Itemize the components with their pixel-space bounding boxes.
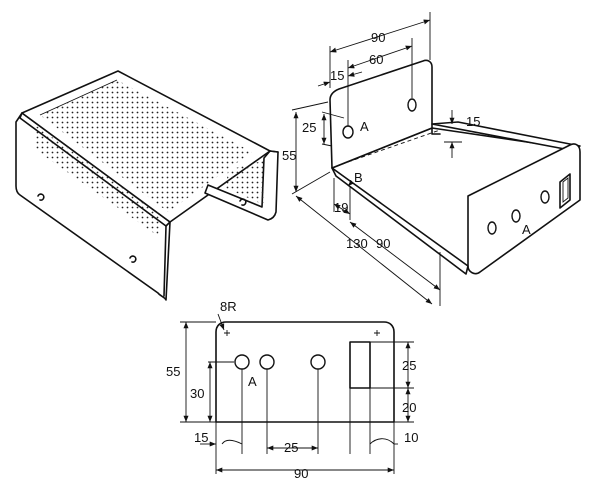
- panel-dim-right-offset: 10: [404, 430, 418, 445]
- panel-corner-mark-left: [224, 330, 230, 336]
- chassis-dim-depth: 90: [376, 236, 390, 251]
- chassis-hole-a2: [407, 98, 417, 112]
- chassis-dim-top-width: 90: [371, 30, 385, 45]
- cover-screw-hole-3: [239, 198, 247, 206]
- panel-hole-1: [234, 354, 250, 370]
- chassis-base-hidden-line: [347, 129, 441, 163]
- panel-dim-slot-height: 25: [402, 358, 416, 373]
- cover-top-perforation: [40, 80, 252, 212]
- panel-dim-slot-bottom: 20: [402, 400, 416, 415]
- chassis-drawing: 90 60 15 25 55 15 19 130 90 A A B: [282, 12, 581, 306]
- cover-right-perforation: [226, 160, 266, 205]
- cover-drawing: [15, 70, 279, 301]
- chassis-dim-hole-spacing: 60: [369, 52, 383, 67]
- chassis-slot: [559, 173, 571, 209]
- panel-dim-height: 55: [166, 364, 180, 379]
- chassis-dim-flange: 15: [466, 114, 480, 129]
- chassis-rear-wall: [329, 59, 433, 169]
- panel-dim-left-offset: 15: [194, 430, 208, 445]
- chassis-dim-side-height: 55: [282, 148, 296, 163]
- chassis-hole-label-a1: A: [360, 119, 369, 134]
- chassis-dimensions: [291, 12, 462, 306]
- panel-dimensions: [180, 321, 414, 474]
- panel-hole-label-a: A: [248, 374, 257, 389]
- chassis-back-flange: [431, 121, 581, 151]
- chassis-hole-label-a2: A: [522, 222, 531, 237]
- chassis-hole-f1: [487, 221, 497, 235]
- panel-slot: [349, 341, 371, 389]
- chassis-dim-rear-offset: 19: [334, 200, 348, 215]
- cover-screw-hole-1: [37, 193, 45, 201]
- panel-dim-width: 90: [294, 466, 308, 481]
- chassis-dim-length: 130: [346, 236, 368, 251]
- panel-hole-2: [259, 354, 275, 370]
- panel-drawing: 8R 55 30 15 25 10 90 25 20 A: [166, 299, 418, 481]
- panel-hole-3: [310, 354, 326, 370]
- panel-radius-label: 8R: [220, 299, 237, 314]
- chassis-edge-label-b: B: [354, 170, 363, 185]
- chassis-hole-a1: [342, 125, 354, 139]
- panel-corner-mark-right: [374, 330, 380, 336]
- panel-dim-hole-height: 30: [190, 386, 204, 401]
- cover-screw-hole-2: [129, 255, 137, 263]
- chassis-hole-f2: [511, 209, 521, 223]
- panel-dim-hole-spacing: 25: [284, 440, 298, 455]
- chassis-hole-f3: [540, 190, 550, 204]
- chassis-dim-hole-height: 25: [302, 120, 316, 135]
- chassis-front-wall: [467, 143, 581, 275]
- chassis-dim-hole-offset: 15: [330, 68, 344, 83]
